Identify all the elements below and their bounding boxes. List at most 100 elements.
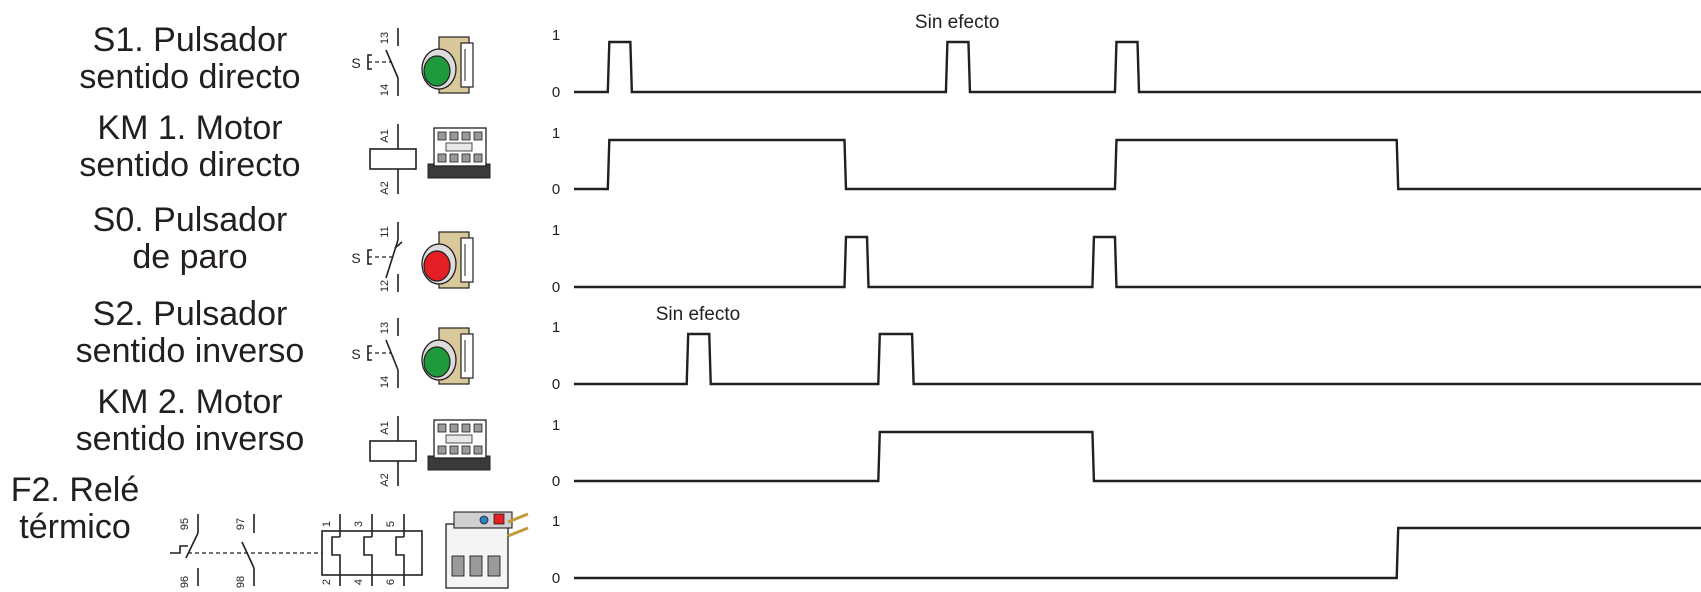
label-s0: S0. Pulsador de paro bbox=[70, 202, 310, 276]
green-pushbutton-icon bbox=[421, 36, 474, 94]
relay-terminal bbox=[451, 555, 465, 577]
waveform-s2 bbox=[574, 332, 1701, 386]
contactor-terminal bbox=[473, 445, 483, 455]
contactor-terminal bbox=[449, 131, 459, 141]
contactor-terminal bbox=[449, 153, 459, 163]
button-contact-block bbox=[460, 333, 474, 379]
level-low-label: 0 bbox=[552, 84, 560, 101]
thermal-relay-device-icon bbox=[445, 511, 529, 589]
terminal-label: 14 bbox=[379, 376, 391, 388]
level-high-label: 1 bbox=[552, 27, 560, 44]
contactor-window bbox=[445, 142, 473, 152]
terminal-label: 12 bbox=[379, 280, 391, 292]
terminal-label: 3 bbox=[353, 521, 365, 527]
button-contact-block bbox=[460, 42, 474, 88]
level-low-label: 0 bbox=[552, 473, 560, 490]
actuator-bracket bbox=[367, 249, 372, 265]
waveform-s0 bbox=[574, 235, 1701, 289]
label-line2: de paro bbox=[132, 238, 248, 276]
annotation-sin-efecto: Sin efecto bbox=[915, 12, 1000, 33]
label-line1: KM 2. Motor bbox=[97, 383, 283, 421]
terminal-label: 5 bbox=[385, 521, 397, 527]
contactor-terminal bbox=[461, 423, 471, 433]
label-line1: S1. Pulsador bbox=[92, 21, 288, 59]
contactor-window bbox=[445, 434, 473, 444]
nc-stop bbox=[394, 241, 403, 249]
relay-terminal bbox=[469, 555, 483, 577]
terminal-label: 2 bbox=[321, 579, 333, 585]
terminal-label: 6 bbox=[385, 579, 397, 585]
label-f2: F2. Relé térmico bbox=[0, 472, 150, 546]
relay-pin bbox=[507, 526, 529, 538]
level-high-label: 1 bbox=[552, 513, 560, 530]
contact-blade bbox=[385, 239, 399, 279]
label-line2: sentido inverso bbox=[75, 420, 305, 458]
terminal-label: 97 bbox=[235, 518, 247, 530]
level-low-label: 0 bbox=[552, 570, 560, 587]
button-cap bbox=[423, 55, 451, 87]
terminal-label: 13 bbox=[379, 32, 391, 44]
thermal-element bbox=[331, 536, 341, 586]
contact-blade bbox=[385, 49, 399, 79]
actuator-letter: S bbox=[351, 55, 360, 71]
label-line2: sentido directo bbox=[79, 146, 301, 184]
label-line2: sentido directo bbox=[79, 58, 301, 96]
relay-reset-button bbox=[479, 515, 489, 525]
contact-blade bbox=[185, 532, 199, 559]
contactor-icon bbox=[427, 419, 491, 471]
label-s1: S1. Pulsador sentido directo bbox=[70, 22, 310, 96]
thermal-element bbox=[395, 536, 405, 586]
level-low-label: 0 bbox=[552, 376, 560, 393]
label-s2: S2. Pulsador sentido inverso bbox=[70, 296, 310, 370]
terminal-label: 4 bbox=[353, 579, 365, 585]
terminal-label: 1 bbox=[321, 521, 333, 527]
level-low-label: 0 bbox=[552, 279, 560, 296]
label-km2: KM 2. Motor sentido inverso bbox=[70, 384, 310, 458]
terminal-label: A1 bbox=[379, 421, 391, 434]
terminal-label: A2 bbox=[379, 181, 391, 194]
contactor-terminal bbox=[437, 153, 447, 163]
contactor-terminal bbox=[449, 423, 459, 433]
label-km1: KM 1. Motor sentido directo bbox=[70, 110, 310, 184]
thermal-actuator bbox=[170, 545, 188, 554]
label-line2: sentido inverso bbox=[75, 332, 305, 370]
contactor-terminal bbox=[437, 423, 447, 433]
waveform-km1 bbox=[574, 138, 1701, 191]
level-high-label: 1 bbox=[552, 319, 560, 336]
contactor-terminal bbox=[437, 131, 447, 141]
relay-terminal bbox=[487, 555, 501, 577]
relay-test-button bbox=[493, 513, 505, 525]
waveform-km2 bbox=[574, 430, 1701, 483]
contactor-terminal bbox=[473, 423, 483, 433]
coil-box bbox=[369, 148, 417, 170]
label-line2: térmico bbox=[19, 508, 131, 546]
red-pushbutton-icon bbox=[421, 231, 474, 289]
level-low-label: 0 bbox=[552, 181, 560, 198]
pushbutton-no-icon: S 13 14 bbox=[351, 318, 399, 388]
label-line1: F2. Relé bbox=[10, 471, 140, 509]
actuator-bracket bbox=[367, 345, 372, 361]
contactor-terminal bbox=[461, 131, 471, 141]
label-line1: KM 1. Motor bbox=[97, 109, 283, 147]
thermal-element bbox=[363, 536, 373, 586]
actuator-letter: S bbox=[351, 346, 360, 362]
actuator-bracket bbox=[367, 54, 372, 70]
terminal-label: 13 bbox=[379, 322, 391, 334]
contact-blade bbox=[241, 541, 255, 569]
terminal-label: 95 bbox=[179, 518, 191, 530]
annotation-sin-efecto: Sin efecto bbox=[656, 304, 741, 325]
level-high-label: 1 bbox=[552, 417, 560, 434]
contactor-terminal bbox=[473, 131, 483, 141]
contactor-terminal bbox=[473, 153, 483, 163]
terminal-label: A2 bbox=[379, 473, 391, 486]
contactor-icon bbox=[427, 127, 491, 179]
waveform-s1 bbox=[574, 40, 1701, 94]
relay-pin bbox=[507, 512, 529, 524]
button-cap bbox=[423, 250, 451, 282]
